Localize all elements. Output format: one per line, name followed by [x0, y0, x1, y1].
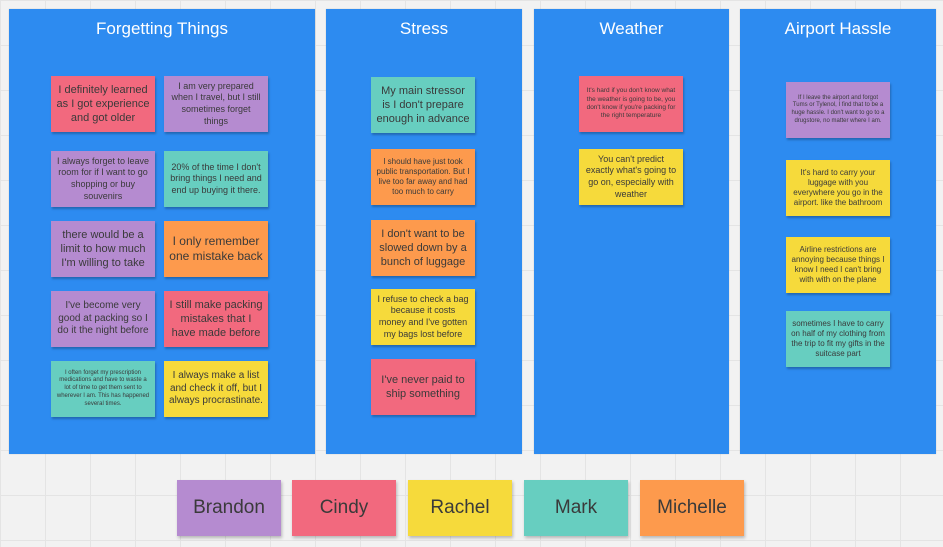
- sticky-note[interactable]: I definitely learned as I got experience…: [51, 76, 155, 132]
- legend-note-brandon[interactable]: Brandon: [177, 480, 281, 536]
- sticky-note[interactable]: I've never paid to ship something: [371, 359, 475, 415]
- legend-note-mark[interactable]: Mark: [524, 480, 628, 536]
- column-weather[interactable]: Weather It's hard if you don't know what…: [534, 9, 729, 454]
- sticky-note[interactable]: I don't want to be slowed down by a bunc…: [371, 220, 475, 276]
- column-title: Stress: [399, 19, 449, 38]
- column-title: Weather: [599, 19, 664, 38]
- sticky-note[interactable]: It's hard to carry your luggage with you…: [786, 160, 890, 216]
- sticky-note[interactable]: I should have just took public transport…: [371, 149, 475, 205]
- column-title: Forgetting Things: [96, 19, 228, 38]
- sticky-note[interactable]: I've become very good at packing so I do…: [51, 291, 155, 347]
- sticky-note[interactable]: I often forget my prescription medicatio…: [51, 361, 155, 417]
- sticky-note[interactable]: It's hard if you don't know what the wea…: [579, 76, 683, 132]
- sticky-note[interactable]: You can't predict exactly what's going t…: [579, 149, 683, 205]
- sticky-note[interactable]: I always forget to leave room for if I w…: [51, 151, 155, 207]
- legend-note-michelle[interactable]: Michelle: [640, 480, 744, 536]
- sticky-note[interactable]: I still make packing mistakes that I hav…: [164, 291, 268, 347]
- legend-note-cindy[interactable]: Cindy: [292, 480, 396, 536]
- sticky-note[interactable]: I always make a list and check it off, b…: [164, 361, 268, 417]
- sticky-note[interactable]: Airline restrictions are annoying becaus…: [786, 237, 890, 293]
- legend-note-rachel[interactable]: Rachel: [408, 480, 512, 536]
- column-airport-hassle[interactable]: Airport Hassle If I leave the airport an…: [740, 9, 936, 454]
- sticky-note[interactable]: I am very prepared when I travel, but I …: [164, 76, 268, 132]
- sticky-note[interactable]: 20% of the time I don't bring things I n…: [164, 151, 268, 207]
- column-title: Airport Hassle: [784, 19, 892, 38]
- sticky-note[interactable]: If I leave the airport and forgot Tums o…: [786, 82, 890, 138]
- sticky-note[interactable]: My main stressor is I don't prepare enou…: [371, 77, 475, 133]
- sticky-note[interactable]: I only remember one mistake back: [164, 221, 268, 277]
- sticky-note[interactable]: there would be a limit to how much I'm w…: [51, 221, 155, 277]
- column-stress[interactable]: Stress My main stressor is I don't prepa…: [326, 9, 522, 454]
- sticky-note[interactable]: I refuse to check a bag because it costs…: [371, 289, 475, 345]
- column-forgetting-things[interactable]: Forgetting Things I definitely learned a…: [9, 9, 315, 454]
- sticky-note[interactable]: sometimes I have to carry on half of my …: [786, 311, 890, 367]
